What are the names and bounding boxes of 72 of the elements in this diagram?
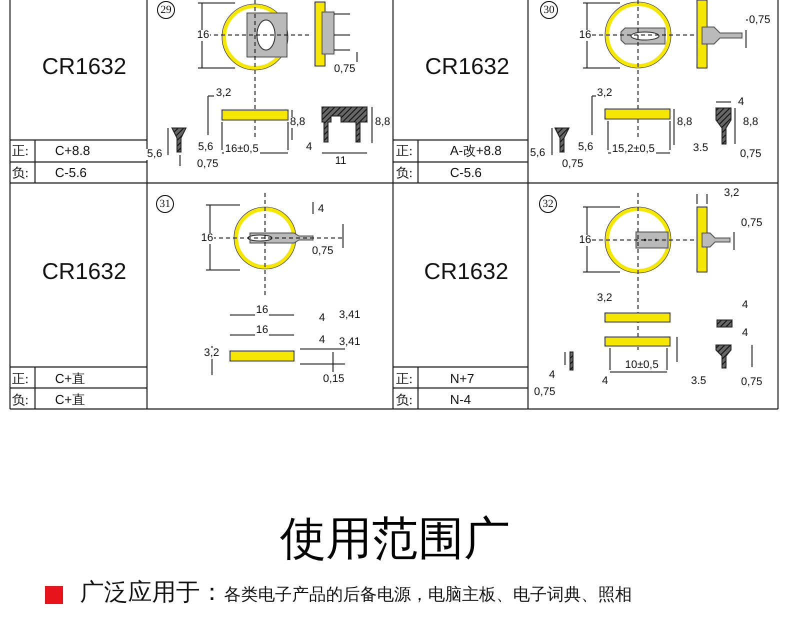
dimension-label: 5,6 <box>146 149 164 160</box>
dimension-label: 16 <box>200 233 214 244</box>
cell-value: A-改+8.8 <box>450 144 502 157</box>
model-name: CR1632 <box>425 55 510 78</box>
feature-text: 广泛应用于：各类电子产品的后备电源，电脑主板、电子词典、照相 <box>80 581 632 605</box>
dimension-label: 3,41 <box>338 337 362 348</box>
dimension-label: 0,75 <box>311 246 334 257</box>
callout-number: 30 <box>540 1 558 19</box>
dimension-label: 4 <box>317 204 326 215</box>
dimension-label: 3,2 <box>215 88 232 99</box>
model-name: CR1632 <box>42 55 126 78</box>
heading: 使用范围广 <box>279 515 511 561</box>
dimension-label: 0,75 <box>748 15 772 26</box>
dimension-label: 16±0,5 <box>224 144 260 155</box>
row-label: 正: <box>396 144 413 157</box>
dimension-label: 3,2 <box>723 188 740 199</box>
dimension-label: 4 <box>741 300 750 311</box>
dimension-label: 0,75 <box>333 64 356 75</box>
dimension-label: 3.5 <box>692 143 710 154</box>
dimension-label: 16 <box>255 305 270 316</box>
cell-value: C+直 <box>55 393 85 406</box>
dimension-label: 0,15 <box>322 374 346 385</box>
dimension-label: 4 <box>737 97 746 108</box>
dimension-label: 15,2±0,5 <box>611 144 656 155</box>
dimension-label: 4 <box>318 335 326 346</box>
row-label: 正: <box>12 144 29 157</box>
dimension-label: 0,75 <box>740 218 764 229</box>
model-name: CR1632 <box>42 260 126 283</box>
dimension-label: 3,2 <box>596 293 614 304</box>
dimension-label: 16 <box>578 235 592 246</box>
dimension-label: 4 <box>601 376 610 387</box>
row-label: 负: <box>12 393 29 406</box>
dimension-label: 3,2 <box>203 348 220 359</box>
dimension-label: 16 <box>255 325 270 336</box>
dimension-label: 8,8 <box>742 117 760 128</box>
row-label: 负: <box>12 166 29 179</box>
dimension-label: 5,6 <box>577 142 594 153</box>
callout-number: 29 <box>157 1 175 19</box>
callout-number: 32 <box>539 195 557 213</box>
dimension-label: 4 <box>305 142 314 153</box>
dimension-label: 4 <box>318 313 326 324</box>
dimension-label: 0,75 <box>739 149 762 160</box>
cell-value: N+7 <box>450 372 474 385</box>
dimension-label: 10±0,5 <box>624 360 660 371</box>
dimension-label: 8,8 <box>374 117 392 128</box>
cell-value: C+8.8 <box>55 144 90 157</box>
dimension-label: 5,6 <box>197 142 214 153</box>
dimension-label: 16 <box>578 30 592 41</box>
dimension-label: 0,75 <box>533 387 556 398</box>
dimension-label: 11 <box>334 156 348 167</box>
dimension-label: 8,8 <box>289 117 306 128</box>
cell-value: C+直 <box>55 372 85 385</box>
dimension-label: 3,41 <box>338 310 362 321</box>
callout-number: 31 <box>156 195 174 213</box>
dimension-label: 0,75 <box>196 159 220 170</box>
row-label: 正: <box>12 372 29 385</box>
dimension-label: 4 <box>741 328 750 339</box>
cell-value: N-4 <box>450 393 471 406</box>
dimension-label: 8,8 <box>676 117 694 128</box>
dimension-label: 3,2 <box>596 88 614 99</box>
row-label: 负: <box>396 393 413 406</box>
dimension-label: 4 <box>548 370 556 381</box>
dimension-label: 5,6 <box>529 148 546 159</box>
dimension-label: 0,75 <box>561 159 584 170</box>
row-label: 正: <box>396 372 413 385</box>
dimension-label: 0,75 <box>740 377 764 388</box>
cell-value: C-5.6 <box>55 166 87 179</box>
dimension-label: 3.5 <box>690 376 708 387</box>
dimension-label: 16 <box>196 30 210 41</box>
model-name: CR1632 <box>424 260 508 283</box>
cell-value: C-5.6 <box>450 166 482 179</box>
row-label: 负: <box>396 166 413 179</box>
